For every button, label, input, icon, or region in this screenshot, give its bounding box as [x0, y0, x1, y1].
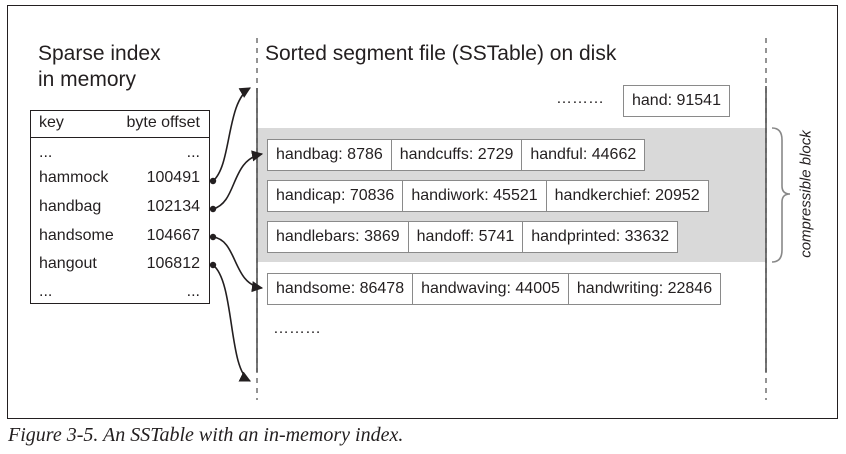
segment-entry: handwaving: 44005 [412, 274, 568, 304]
index-row-offset: ... [186, 144, 200, 161]
index-header: key byte offset [31, 111, 209, 138]
pointer-arrow [212, 87, 251, 182]
segment-entry: handoff: 5741 [407, 222, 523, 252]
index-row-key: handsome [39, 227, 114, 244]
segment-entry: hand: 91541 [632, 92, 721, 109]
segment-row: handbag: 8786 handcuffs: 2729 handful: 4… [267, 139, 646, 171]
index-row-key: handbag [39, 198, 102, 215]
index-row-offset: 102134 [146, 198, 200, 215]
index-row-key: hangout [39, 255, 97, 272]
top-ellipsis: ……… [556, 90, 604, 107]
segment-entry: handsome: 86478 [276, 280, 405, 297]
segment-entry: handbag: 8786 [276, 146, 383, 163]
segment-entry: handkerchief: 20952 [545, 181, 708, 211]
pointer-arrow [212, 150, 264, 210]
index-row-offset: 104667 [146, 227, 200, 244]
index-title-line2: in memory [38, 68, 137, 91]
segment-entry-box: hand: 91541 [623, 85, 730, 117]
index-row-offset: 100491 [146, 169, 200, 186]
index-row-key: ... [39, 283, 53, 300]
segment-row: handicap: 70836 handiwork: 45521 handker… [267, 180, 709, 212]
segment-row: handlebars: 3869 handoff: 5741 handprint… [267, 221, 679, 253]
bottom-ellipsis: ……… [273, 320, 321, 337]
figure-caption: Figure 3-5. An SSTable with an in-memory… [8, 424, 404, 446]
figure-frame [7, 5, 838, 419]
pointer-arrow [212, 236, 264, 293]
compressible-block-brace [771, 127, 791, 263]
segment-entry: handwriting: 22846 [567, 274, 720, 304]
index-row-key: ... [39, 144, 53, 161]
key-column-header: key [39, 114, 64, 131]
index-row-offset: 106812 [146, 255, 200, 272]
segment-row: handsome: 86478 handwaving: 44005 handwr… [267, 273, 722, 305]
segment-entry: handicap: 70836 [276, 187, 395, 204]
segment-entry: handcuffs: 2729 [390, 140, 522, 170]
segment-entry: handiwork: 45521 [402, 181, 545, 211]
pointer-arrow [212, 264, 252, 382]
index-row-offset: ... [186, 283, 200, 300]
index-row-key: hammock [39, 169, 109, 186]
index-title-line1: Sparse index [38, 42, 161, 65]
segment-title: Sorted segment file (SSTable) on disk [265, 42, 617, 65]
offset-column-header: byte offset [126, 114, 200, 131]
segment-entry: handful: 44662 [521, 140, 644, 170]
segment-entry: handlebars: 3869 [276, 228, 400, 245]
sparse-index-table: key byte offset ... ... hammock 100491 h… [30, 110, 210, 304]
segment-entry: handprinted: 33632 [522, 222, 677, 252]
